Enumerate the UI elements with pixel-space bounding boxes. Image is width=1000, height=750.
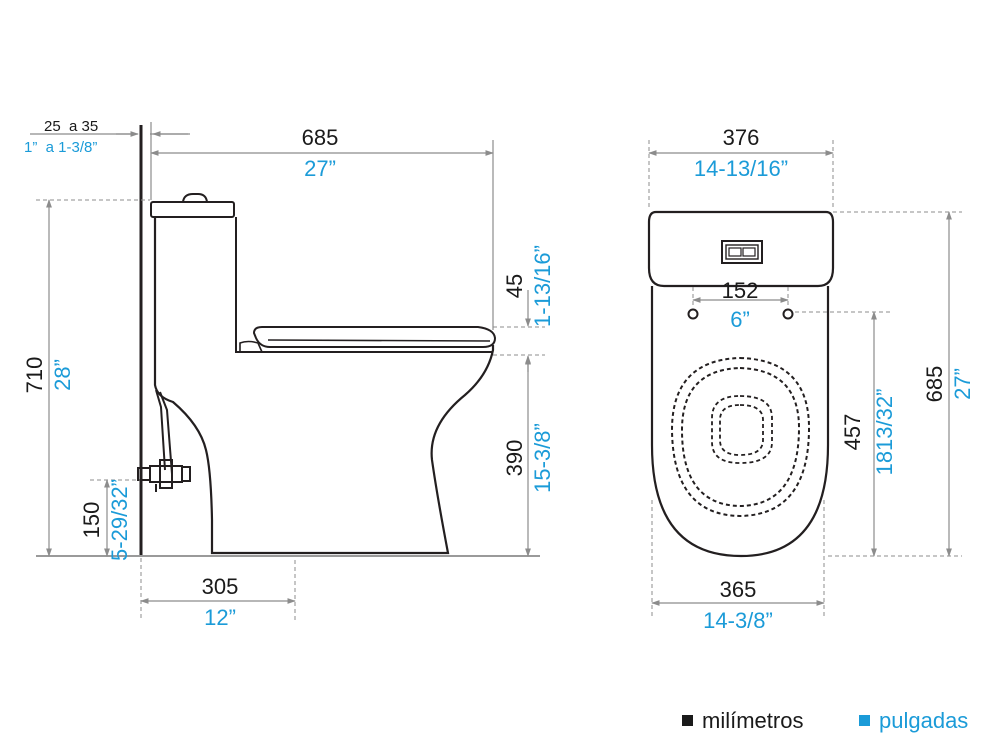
total-depth-dimension (828, 211, 962, 557)
seat-height-mm: 390 (502, 440, 527, 477)
legend-mm-label: milímetros (702, 708, 804, 733)
wall-gap-mm: 25 a 35 (44, 118, 98, 135)
bowl-length-mm: 457 (840, 414, 865, 451)
bowl-width-inch: 14-3/8” (703, 608, 773, 633)
bowl-width-dimension (651, 500, 825, 618)
bolt-right-icon (782, 308, 794, 320)
bowl-length-dimension (795, 311, 890, 557)
rough-in-inch: 12” (204, 605, 236, 630)
side-view: 25 a 35 1” a 1-3/8” 685 27” 710 28” 45 1… (22, 118, 555, 630)
tank-width-dimension (648, 140, 834, 210)
length-mm: 685 (302, 125, 339, 150)
inlet-height-inch: 5-29/32” (107, 479, 132, 561)
legend-inches: pulgadas (859, 708, 968, 734)
bowl-length-inch: 1813/32” (872, 389, 897, 476)
mm-square-icon (682, 715, 693, 726)
bolt-spacing-inch: 6” (730, 307, 750, 332)
seat-step-mm: 45 (502, 274, 527, 298)
length-dimension (150, 140, 494, 330)
tank-width-mm: 376 (723, 125, 760, 150)
seat-step-inch: 1-13/16” (530, 245, 555, 327)
total-height-inch: 28” (50, 359, 75, 391)
rough-in-mm: 305 (202, 574, 239, 599)
bolt-spacing-mm: 152 (722, 278, 759, 303)
total-height-dimension (36, 199, 150, 557)
inlet-height-dimension (90, 479, 140, 557)
top-view: 376 14-13/16” 152 6” 457 1813/32” 685 27… (647, 125, 975, 633)
tank-width-inch: 14-13/16” (694, 156, 788, 181)
bolt-spacing-dimension (692, 287, 789, 309)
toilet-side-silhouette (137, 193, 497, 555)
bowl-width-mm: 365 (720, 577, 757, 602)
wall-gap-dimension (30, 122, 190, 200)
toilet-top-silhouette (647, 210, 835, 558)
legend-inch-label: pulgadas (879, 708, 969, 733)
flush-button-icon (721, 240, 763, 264)
total-height-mm: 710 (22, 357, 47, 394)
rough-in-dimension (140, 558, 296, 620)
length-inch: 27” (304, 156, 336, 181)
wall-gap-inch: 1” a 1-3/8” (24, 139, 97, 156)
seat-height-inch: 15-3/8” (530, 423, 555, 493)
bolt-left-icon (687, 308, 699, 320)
inlet-height-mm: 150 (79, 502, 104, 539)
total-depth-mm: 685 (922, 366, 947, 403)
legend-millimeters: milímetros (682, 708, 803, 734)
inch-square-icon (859, 715, 870, 726)
total-depth-inch: 27” (950, 368, 975, 400)
